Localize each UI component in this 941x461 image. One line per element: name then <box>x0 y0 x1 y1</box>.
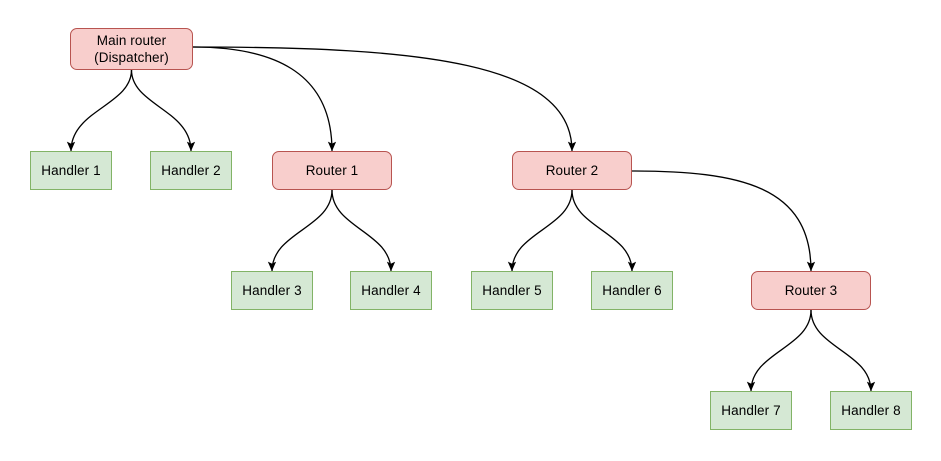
edge-router-2-to-handler-6 <box>571 189 637 272</box>
edge-main-router-to-router-2 <box>192 46 577 152</box>
edge-router-2-to-handler-5 <box>507 189 573 272</box>
edge-router-2-to-router-3 <box>631 170 816 272</box>
edge-router-1-to-handler-4 <box>331 189 396 272</box>
node-label-handler-3: Handler 3 <box>242 282 302 298</box>
node-router-1[interactable]: Router 1 <box>272 151 392 190</box>
node-label-router-2: Router 2 <box>545 162 599 178</box>
node-main-router[interactable]: Main router (Dispatcher) <box>70 28 193 70</box>
edge-main-router-to-router-1 <box>192 46 337 152</box>
node-router-3[interactable]: Router 3 <box>751 271 871 310</box>
edge-router-3-to-handler-7 <box>746 309 812 392</box>
node-label-handler-8: Handler 8 <box>841 402 901 418</box>
edge-main-router-to-handler-1 <box>66 69 133 152</box>
node-label-handler-5: Handler 5 <box>482 282 542 298</box>
node-label-handler-1: Handler 1 <box>41 162 101 178</box>
node-router-2[interactable]: Router 2 <box>512 151 632 190</box>
node-handler-6[interactable]: Handler 6 <box>591 271 673 310</box>
node-handler-4[interactable]: Handler 4 <box>350 271 432 310</box>
node-handler-7[interactable]: Handler 7 <box>710 391 792 430</box>
node-label-router-3: Router 3 <box>784 282 838 298</box>
edge-paths <box>66 46 876 392</box>
node-label-handler-6: Handler 6 <box>602 282 662 298</box>
node-label-handler-4: Handler 4 <box>361 282 421 298</box>
node-label-main-router: Main router (Dispatcher) <box>94 32 169 65</box>
edge-main-router-to-handler-2 <box>130 69 196 152</box>
node-label-handler-7: Handler 7 <box>721 402 781 418</box>
node-handler-5[interactable]: Handler 5 <box>471 271 553 310</box>
node-label-router-1: Router 1 <box>305 162 359 178</box>
node-handler-2[interactable]: Handler 2 <box>150 151 232 190</box>
node-handler-1[interactable]: Handler 1 <box>30 151 112 190</box>
edge-router-1-to-handler-3 <box>267 189 333 272</box>
edge-router-3-to-handler-8 <box>810 309 876 392</box>
node-label-handler-2: Handler 2 <box>161 162 221 178</box>
node-handler-3[interactable]: Handler 3 <box>231 271 313 310</box>
node-handler-8[interactable]: Handler 8 <box>830 391 912 430</box>
